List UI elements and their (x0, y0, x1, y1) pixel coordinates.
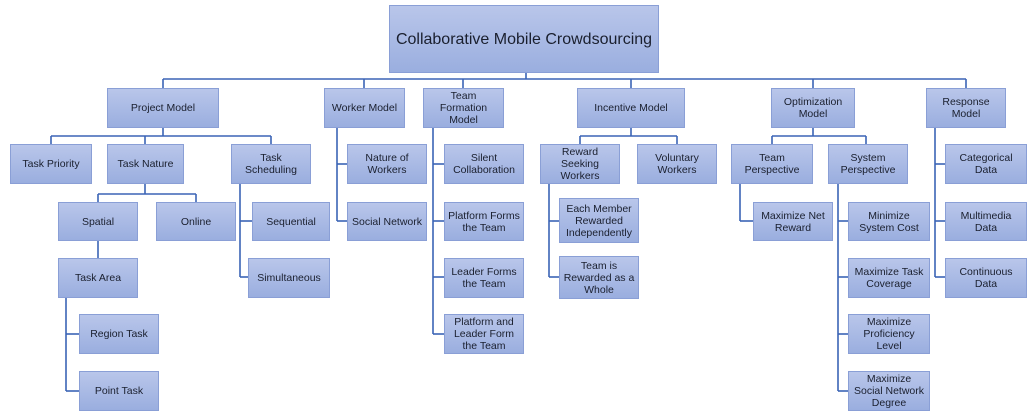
node-leader-forms-team: Leader Forms the Team (444, 258, 524, 298)
node-region-task: Region Task (79, 314, 159, 354)
node-minimize-system-cost: Minimize System Cost (848, 202, 930, 241)
node-optimization-model: Optimization Model (771, 88, 855, 128)
node-simultaneous: Simultaneous (248, 258, 330, 298)
node-maximize-net-reward: Maximize Net Reward (753, 202, 833, 241)
node-incentive-model: Incentive Model (577, 88, 685, 128)
node-task-scheduling: Task Scheduling (231, 144, 311, 184)
node-team-rewarded-whole: Team is Rewarded as a Whole (559, 256, 639, 299)
node-continuous-data: Continuous Data (945, 258, 1027, 298)
node-task-nature: Task Nature (107, 144, 184, 184)
node-each-member-rewarded: Each Member Rewarded Independently (559, 198, 639, 243)
node-maximize-social-network-degree: Maximize Social Network Degree (848, 371, 930, 411)
node-team-perspective: Team Perspective (731, 144, 813, 184)
node-voluntary-workers: Voluntary Workers (637, 144, 717, 184)
node-system-perspective: System Perspective (828, 144, 908, 184)
node-worker-model: Worker Model (324, 88, 405, 128)
node-response-model: Response Model (926, 88, 1006, 128)
node-spatial: Spatial (58, 202, 138, 241)
node-task-priority: Task Priority (10, 144, 92, 184)
node-silent-collaboration: Silent Collaboration (444, 144, 524, 184)
node-maximize-proficiency-level: Maximize Proficiency Level (848, 314, 930, 354)
node-point-task: Point Task (79, 371, 159, 411)
node-sequential: Sequential (252, 202, 330, 241)
node-categorical-data: Categorical Data (945, 144, 1027, 184)
node-social-network: Social Network (347, 202, 427, 241)
node-project-model: Project Model (107, 88, 219, 128)
node-reward-seeking-workers: Reward Seeking Workers (540, 144, 620, 184)
node-task-area: Task Area (58, 258, 138, 298)
node-platform-leader-form-team: Platform and Leader Form the Team (444, 314, 524, 354)
node-root: Collaborative Mobile Crowdsourcing (389, 5, 659, 73)
node-maximize-task-coverage: Maximize Task Coverage (848, 258, 930, 298)
node-team-formation-model: Team Formation Model (423, 88, 504, 128)
node-online: Online (156, 202, 236, 241)
node-platform-forms-team: Platform Forms the Team (444, 202, 524, 241)
node-multimedia-data: Multimedia Data (945, 202, 1027, 241)
node-nature-of-workers: Nature of Workers (347, 144, 427, 184)
